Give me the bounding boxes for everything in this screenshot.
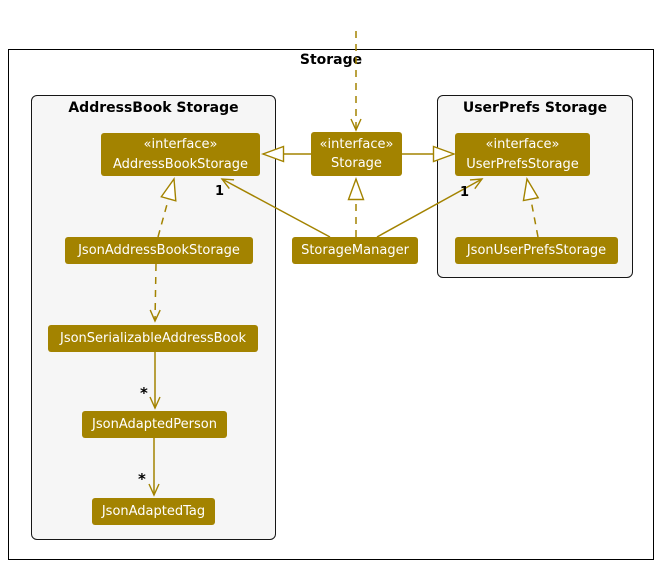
- edge-storagemanager-to-addressbookstorage: [220, 178, 331, 238]
- class-jsonserializableaddressbook-node: JsonSerializableAddressBook: [48, 325, 258, 352]
- interface-storage-node: «interface» Storage: [311, 132, 402, 176]
- class-name: JsonAdaptedPerson: [92, 417, 217, 432]
- multiplicity-label: *: [138, 470, 146, 488]
- class-jsonadaptedperson-node: JsonAdaptedPerson: [82, 411, 227, 438]
- multiplicity-label: *: [140, 384, 148, 402]
- class-name: JsonAddressBookStorage: [78, 243, 240, 258]
- storage-frame-title: Storage: [299, 52, 363, 68]
- class-name: JsonAdaptedTag: [101, 504, 206, 519]
- interface-stereotype: «interface»: [485, 137, 560, 152]
- class-name: StorageManager: [301, 243, 409, 258]
- interface-name: AddressBookStorage: [113, 156, 248, 172]
- class-jsonadaptedtag-node: JsonAdaptedTag: [92, 498, 215, 525]
- edge-jsonaddressbookstorage-to-jsonserializableaddressbook: [149, 263, 161, 323]
- interface-userprefsstorage-node: «interface» UserPrefsStorage: [455, 133, 590, 176]
- interface-name: UserPrefsStorage: [466, 156, 579, 172]
- multiplicity-label: 1: [215, 184, 225, 199]
- class-storagemanager-node: StorageManager: [292, 237, 418, 264]
- interface-stereotype: «interface»: [319, 136, 394, 152]
- interface-name: Storage: [331, 156, 382, 171]
- multiplicity-label: 1: [460, 185, 470, 200]
- package-addressbook-storage-title: AddressBook Storage: [68, 100, 239, 116]
- class-jsonuserprefsstorage-node: JsonUserPrefsStorage: [455, 237, 618, 264]
- interface-addressbookstorage-node: «interface» AddressBookStorage: [101, 133, 260, 176]
- interface-stereotype: «interface»: [143, 137, 218, 152]
- class-name: JsonUserPrefsStorage: [466, 243, 607, 258]
- class-name: JsonSerializableAddressBook: [60, 331, 246, 346]
- edge-jsonaddressbookstorage-realizes-addressbookstorage: [157, 179, 174, 238]
- edge-storagemanager-to-userprefsstorage: [376, 178, 484, 238]
- edge-jsonuserprefsstorage-realizes-userprefsstorage: [527, 179, 538, 238]
- class-jsonaddressbookstorage-node: JsonAddressBookStorage: [65, 237, 253, 264]
- package-userprefs-storage-title: UserPrefs Storage: [462, 100, 608, 116]
